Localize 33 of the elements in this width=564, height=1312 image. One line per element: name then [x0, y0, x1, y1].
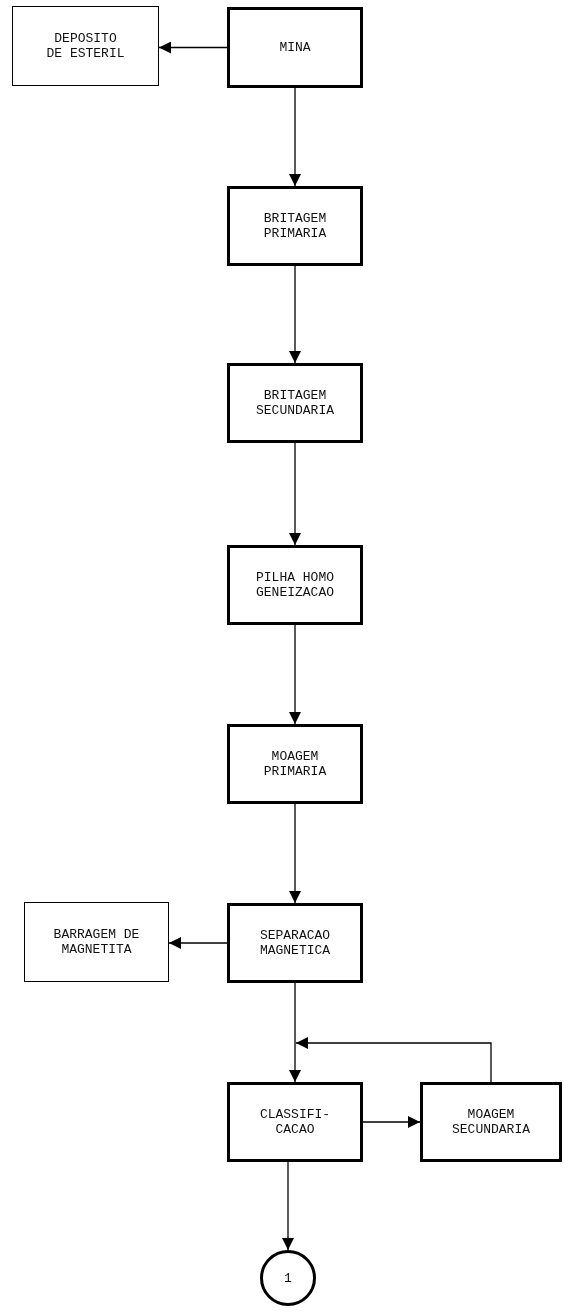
process-label: DEPOSITO DE ESTERIL [45, 31, 126, 61]
process-label: CLASSIFI- CACAO [258, 1107, 332, 1137]
process-box [227, 724, 363, 804]
process-box [12, 6, 159, 86]
arrow [362, 1116, 421, 1128]
arrow [289, 442, 301, 546]
arrow [289, 265, 301, 364]
arrow [168, 937, 228, 949]
arrow [282, 1161, 294, 1251]
arrow [289, 624, 301, 725]
process-label: PILHA HOMO GENEIZACAO [255, 570, 335, 600]
process-box [227, 545, 363, 625]
process-box [24, 902, 169, 982]
arrow [295, 1037, 492, 1083]
process-box [227, 186, 363, 266]
process-label: BRITAGEM PRIMARIA [262, 211, 328, 241]
arrow [289, 1042, 301, 1083]
process-box [227, 903, 363, 983]
arrow [289, 803, 301, 904]
process-label: MOAGEM PRIMARIA [262, 749, 328, 779]
connector-circle [260, 1250, 316, 1306]
process-box [227, 1082, 363, 1162]
arrow [289, 87, 301, 187]
process-label: MINA [279, 40, 311, 55]
process-label: BRITAGEM SECUNDARIA [255, 388, 335, 418]
process-label: BARRAGEM DE MAGNETITA [52, 927, 141, 957]
process-label: SEPARACAO MAGNETICA [258, 928, 332, 958]
connector-number: 1 [284, 1270, 292, 1286]
arrow [158, 41, 228, 54]
process-box [420, 1082, 562, 1162]
process-label: MOAGEM SECUNDARIA [451, 1107, 531, 1137]
process-box [227, 363, 363, 443]
process-box [227, 7, 363, 88]
